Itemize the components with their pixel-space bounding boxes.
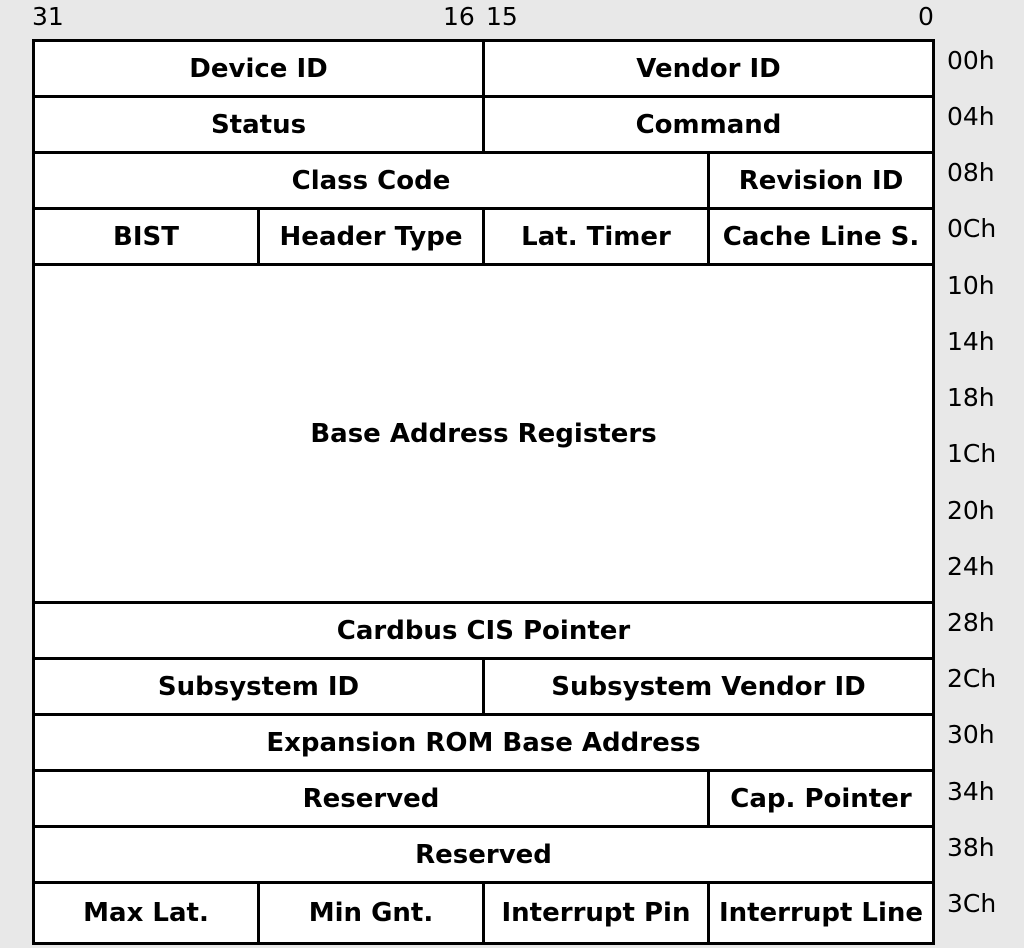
vendor-id-field: Vendor ID	[482, 39, 935, 98]
offset-label: 04h	[947, 102, 995, 131]
bit-16-label: 16	[443, 2, 475, 31]
subsystem-id-field: Subsystem ID	[32, 657, 485, 716]
offset-label: 30h	[947, 720, 995, 749]
offset-label: 08h	[947, 158, 995, 187]
bit-31-label: 31	[32, 2, 64, 31]
offset-label: 28h	[947, 608, 995, 637]
class-code-field: Class Code	[32, 151, 710, 210]
offset-label: 00h	[947, 46, 995, 75]
capabilities-pointer-field: Cap. Pointer	[707, 769, 935, 828]
subsystem-vendor-id-field: Subsystem Vendor ID	[482, 657, 935, 716]
expansion-rom-base-address-field: Expansion ROM Base Address	[32, 713, 935, 772]
cache-line-size-field: Cache Line S.	[707, 207, 935, 266]
min-grant-field: Min Gnt.	[257, 881, 485, 945]
reserved-field: Reserved	[32, 769, 710, 828]
reserved-field: Reserved	[32, 825, 935, 884]
offset-label: 0Ch	[947, 214, 997, 243]
max-latency-field: Max Lat.	[32, 881, 260, 945]
bit-15-label: 15	[486, 2, 518, 31]
latency-timer-field: Lat. Timer	[482, 207, 710, 266]
offset-label: 20h	[947, 496, 995, 525]
interrupt-pin-field: Interrupt Pin	[482, 881, 710, 945]
revision-id-field: Revision ID	[707, 151, 935, 210]
bist-field: BIST	[32, 207, 260, 266]
offset-label: 3Ch	[947, 889, 997, 918]
offset-label: 38h	[947, 833, 995, 862]
pci-config-header-table: Device ID Vendor ID Status Command Class…	[32, 39, 935, 945]
header-type-field: Header Type	[257, 207, 485, 266]
bit-0-label: 0	[918, 2, 934, 31]
cardbus-cis-pointer-field: Cardbus CIS Pointer	[32, 601, 935, 660]
command-field: Command	[482, 95, 935, 154]
interrupt-line-field: Interrupt Line	[707, 881, 935, 945]
status-field: Status	[32, 95, 485, 154]
offset-label: 10h	[947, 271, 995, 300]
offset-label: 1Ch	[947, 439, 997, 468]
offset-label: 2Ch	[947, 664, 997, 693]
offset-label: 34h	[947, 777, 995, 806]
offset-label: 24h	[947, 552, 995, 581]
device-id-field: Device ID	[32, 39, 485, 98]
offset-label: 14h	[947, 327, 995, 356]
offset-label: 18h	[947, 383, 995, 412]
base-address-registers-field: Base Address Registers	[32, 263, 935, 604]
